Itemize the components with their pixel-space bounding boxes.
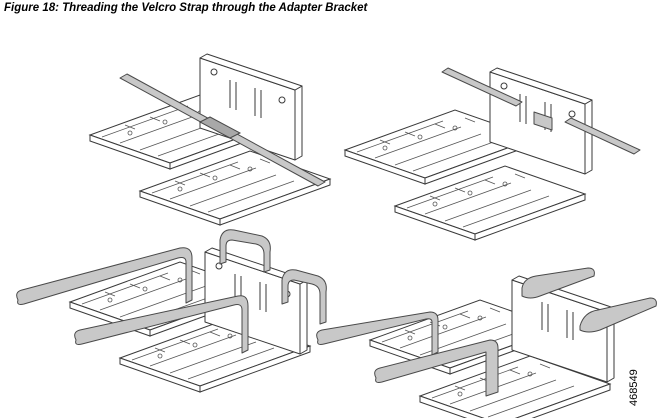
tray-assembly-3 xyxy=(69,261,311,393)
figure-title: Figure 18: Threading the Velcro Strap th… xyxy=(4,2,368,14)
tray-assembly-4 xyxy=(369,299,611,418)
velcro-strap-right-4 xyxy=(579,297,657,333)
velcro-strap-long-3 xyxy=(16,247,193,305)
tray-assembly-2 xyxy=(344,109,586,241)
velcro-strap-mid-3 xyxy=(74,295,249,354)
velcro-strap-top-4 xyxy=(521,267,595,299)
velcro-strap-left-4 xyxy=(316,311,439,356)
adapter-bracket-4 xyxy=(511,275,615,383)
tray-assembly-1 xyxy=(89,94,331,226)
figure-id-number: 468549 xyxy=(628,369,640,406)
velcro-strap-1 xyxy=(119,73,326,187)
velcro-strap-loop-3b xyxy=(281,269,327,325)
velcro-strap-segment-mid xyxy=(533,111,553,131)
velcro-strap-segment-right xyxy=(564,117,641,155)
adapter-bracket-2 xyxy=(489,67,593,175)
velcro-strap-segment-left xyxy=(441,67,523,107)
velcro-strap-lower-4 xyxy=(374,339,499,397)
velcro-strap-loop-3a xyxy=(219,229,271,273)
adapter-bracket-1 xyxy=(199,53,303,161)
adapter-bracket-3 xyxy=(204,247,308,355)
